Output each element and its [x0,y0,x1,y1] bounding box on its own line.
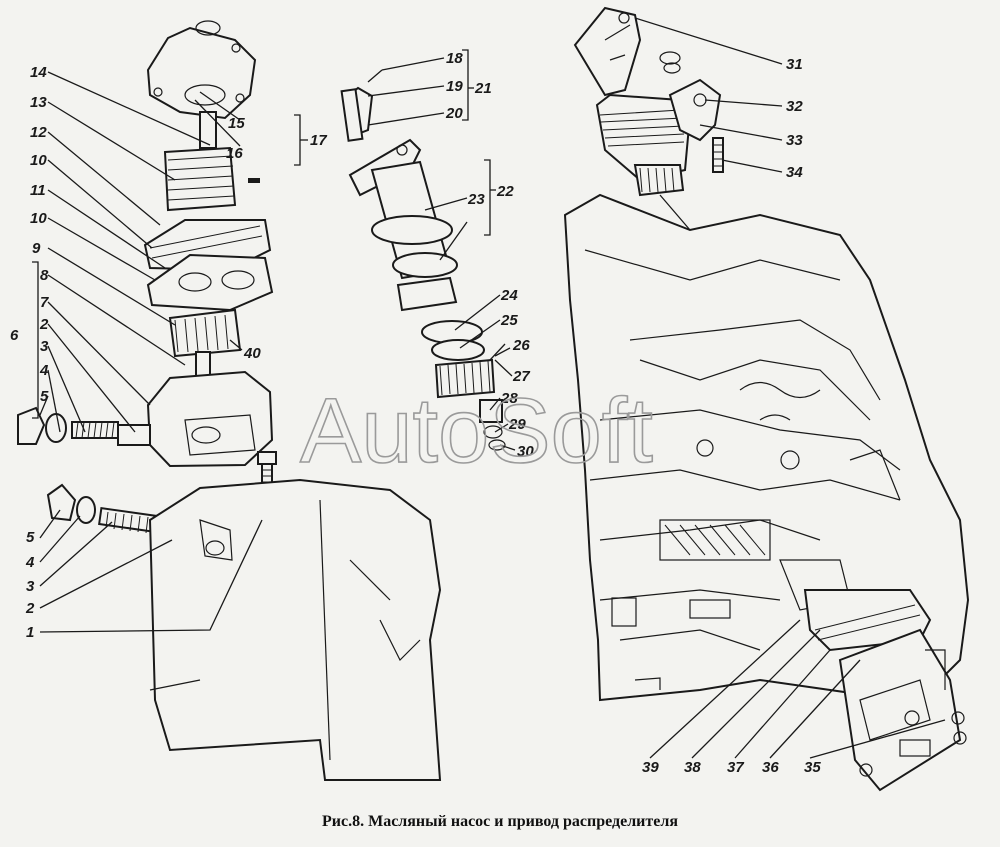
label-8: 8 [40,267,49,284]
label-40: 40 [243,345,261,362]
engine-block [563,193,970,702]
label-24: 24 [500,287,518,304]
label-27: 27 [512,368,530,385]
label-10-lower: 10 [30,210,47,227]
label-6: 6 [10,327,19,344]
label-2-upper: 2 [39,316,49,333]
label-38: 38 [684,759,701,776]
leader-lines [32,17,946,759]
label-13: 13 [30,94,47,111]
label-30: 30 [517,443,534,460]
label-14: 14 [30,64,47,81]
watermark: AutoSoft [300,380,653,482]
label-3-upper: 3 [40,338,49,355]
label-35: 35 [804,759,821,776]
label-19: 19 [446,78,463,95]
label-25: 25 [500,312,518,329]
label-15: 15 [228,115,245,132]
label-4-lower: 4 [25,554,35,571]
label-1: 1 [26,624,34,641]
label-11: 11 [30,182,46,199]
label-33: 33 [786,132,803,149]
pump-gears-and-gaskets [143,146,274,377]
label-37: 37 [727,759,744,776]
label-9: 9 [32,240,41,257]
pump-cover-assembly [146,20,257,149]
label-23: 23 [467,191,485,208]
label-2-lower: 2 [25,600,35,617]
label-32: 32 [786,98,803,115]
label-26: 26 [512,337,530,354]
label-36: 36 [762,759,779,776]
label-16: 16 [226,145,243,162]
figure-caption: Рис.8. Масляный насос и привод распредел… [322,813,678,830]
label-18: 18 [446,50,463,67]
label-5-lower: 5 [26,529,35,546]
label-4-upper: 4 [39,362,49,379]
label-34: 34 [786,164,803,181]
crankcase-section [148,478,442,781]
mounted-oil-pump [803,589,967,792]
pump-body [146,370,274,468]
label-22: 22 [496,183,514,200]
distributor-drive-housing [573,6,692,231]
label-39: 39 [642,759,659,776]
label-29: 29 [508,416,526,433]
label-20: 20 [445,105,463,122]
label-17: 17 [310,132,327,149]
part-labels: 14 13 12 10 11 10 9 8 7 6 2 3 4 5 15 16 … [10,50,821,776]
label-28: 28 [500,390,518,407]
label-21: 21 [474,80,492,97]
label-10-upper: 10 [30,152,47,169]
distributor-clamp [659,51,724,173]
label-3-lower: 3 [26,578,35,595]
label-12: 12 [30,124,47,141]
label-7: 7 [40,294,49,311]
label-5-upper: 5 [40,388,49,405]
drive-shaft-assembly [340,69,511,451]
label-31: 31 [786,56,803,73]
